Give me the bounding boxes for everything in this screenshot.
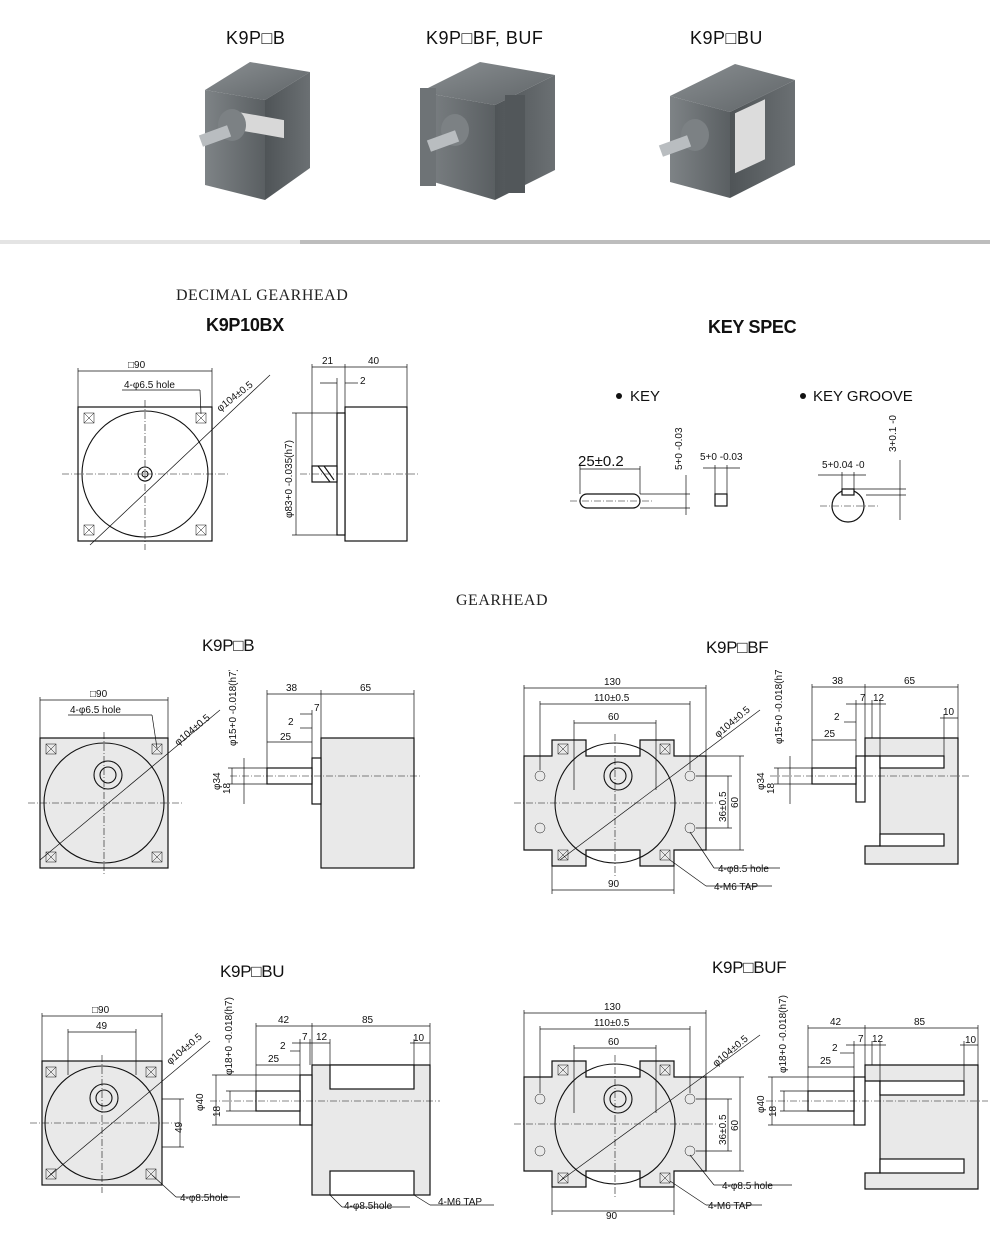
b-d2: 2 [288,717,294,728]
bu-d42: 42 [278,1015,290,1026]
gear-motor-photo-bf [420,62,555,200]
gear-motor-photo-b [198,62,310,200]
bf-pcd-dim: φ104±0.5 [713,704,753,740]
decimal-d2: 2 [360,376,366,387]
b-d38: 38 [286,683,298,694]
bu-d10: 10 [413,1033,425,1044]
buf-w90: 90 [606,1211,618,1222]
decimal-d40: 40 [368,356,380,367]
b-d65: 65 [360,683,372,694]
buf-d25: 25 [820,1056,832,1067]
product-label-bf-buf: K9P□BF, BUF [426,28,544,48]
buf-w60: 60 [608,1037,620,1048]
gearhead-bu-title: K9P□BU [220,962,285,981]
bf-d12: 12 [873,693,885,704]
gearhead-buf-drawing: 130 110±0.5 60 90 φ104±0.5 36±0.5 60 4-φ… [514,995,988,1222]
b-d25: 25 [280,732,292,743]
decimal-holes-dim: 4-φ6.5 hole [124,380,175,391]
bu-tap-dim: 4-M6 TAP [438,1197,482,1208]
bf-h60: 60 [730,796,741,808]
gearhead-section-title: GEARHEAD [456,592,548,609]
bu-d2: 2 [280,1041,286,1052]
bf-h36: 36±0.5 [718,791,729,822]
gearhead-buf-title: K9P□BUF [712,958,787,977]
bu-hub-dim: φ40 [195,1093,206,1111]
bf-d65: 65 [904,676,916,687]
b-d7: 7 [314,703,320,714]
gear-motor-photo-bu [658,64,795,198]
buf-h36: 36±0.5 [718,1114,729,1145]
bu-square-dim: □90 [92,1005,110,1016]
bf-w60: 60 [608,712,620,723]
bf-holes-dim: 4-φ8.5 hole [718,864,769,875]
buf-pcd-dim: φ104±0.5 [711,1033,751,1069]
bu-shaft-dim: φ18+0 -0.018(h7) [224,997,235,1075]
key-height-dim: 5+0 -0.03 [674,427,685,470]
bf-hub-dim: φ34 [756,772,767,790]
bu-h49: 49 [174,1121,185,1133]
key-spec-title: KEY SPEC [708,317,797,337]
gearhead-bf-title: K9P□BF [706,638,769,657]
gearhead-b-title: K9P□B [202,636,255,655]
bu-key-dim: 18 [212,1105,223,1117]
bf-key-dim: 18 [766,782,777,794]
buf-key-dim: 18 [768,1105,779,1117]
key-groove-label: KEY GROOVE [813,388,913,405]
b-key-dim: 18 [222,782,233,794]
bf-w130: 130 [604,677,621,688]
buf-h60: 60 [730,1119,741,1131]
bf-d7: 7 [860,693,866,704]
buf-d7: 7 [858,1034,864,1045]
key-label: KEY [630,388,660,405]
gearhead-bu-drawing: □90 49 49 φ104±0.5 4-φ8.5hole 42 85 7 12… [30,997,494,1212]
decimal-gearhead-section-title: DECIMAL GEARHEAD [176,287,349,304]
bf-w110: 110±0.5 [594,693,630,704]
product-label-bu: K9P□BU [690,28,763,48]
bf-d10: 10 [943,707,955,718]
b-shaft-dim: φ15+0 -0.018(h7) [228,670,239,746]
groove-depth-dim: 3+0.1 -0 [888,415,899,452]
bu-holes2-dim: 4-φ8.5hole [344,1201,393,1212]
bu-d12: 12 [316,1032,328,1043]
groove-width-dim: 5+0.04 -0 [822,460,865,471]
b-holes-dim: 4-φ6.5 hole [70,705,121,716]
buf-d12: 12 [872,1034,884,1045]
buf-d2: 2 [832,1043,838,1054]
buf-d85: 85 [914,1017,926,1028]
bu-d85: 85 [362,1015,374,1026]
buf-hub-dim: φ40 [756,1095,767,1113]
b-hub-dim: φ34 [212,772,223,790]
decimal-gearhead-drawing: □90 4-φ6.5 hole φ104±0.5 21 40 2 φ83+0 -… [62,356,913,550]
buf-w110: 110±0.5 [594,1018,630,1029]
buf-d10: 10 [965,1035,977,1046]
bu-d25: 25 [268,1054,280,1065]
bf-d38: 38 [832,676,844,687]
gearhead-bf-drawing: 130 110±0.5 60 90 φ104±0.5 36±0.5 60 4-φ… [514,670,970,894]
decimal-shaft-dim: φ83+0 -0.035(h7) [284,440,295,518]
bu-holes-dim: 4-φ8.5hole [180,1193,229,1204]
key-width-dim: 5+0 -0.03 [700,452,743,463]
b-square-dim: □90 [90,689,108,700]
key-length-dim: 25±0.2 [578,453,624,470]
bf-d25: 25 [824,729,836,740]
decimal-pcd-dim: φ104±0.5 [215,379,256,414]
bu-d7: 7 [302,1032,308,1043]
buf-holes-dim: 4-φ8.5 hole [722,1181,773,1192]
b-pcd-dim: φ104±0.5 [173,712,213,748]
buf-shaft-dim: φ18+0 -0.018(h7) [778,995,789,1073]
buf-tap-dim: 4-M6 TAP [708,1201,752,1212]
buf-d42: 42 [830,1017,842,1028]
product-label-b: K9P□B [226,28,286,48]
decimal-square-dim: □90 [128,360,146,371]
bf-w90: 90 [608,879,620,890]
bf-d2: 2 [834,712,840,723]
decimal-d21: 21 [322,356,334,367]
decimal-model-title: K9P10BX [206,315,284,335]
product-photos [0,62,990,244]
bf-shaft-dim: φ15+0 -0.018(h7) [774,670,785,744]
buf-w130: 130 [604,1002,621,1013]
bu-w49: 49 [96,1021,108,1032]
bf-tap-dim: 4-M6 TAP [714,882,758,893]
gearhead-b-drawing: □90 4-φ6.5 hole φ104±0.5 38 65 7 2 25 φ1… [28,670,420,876]
